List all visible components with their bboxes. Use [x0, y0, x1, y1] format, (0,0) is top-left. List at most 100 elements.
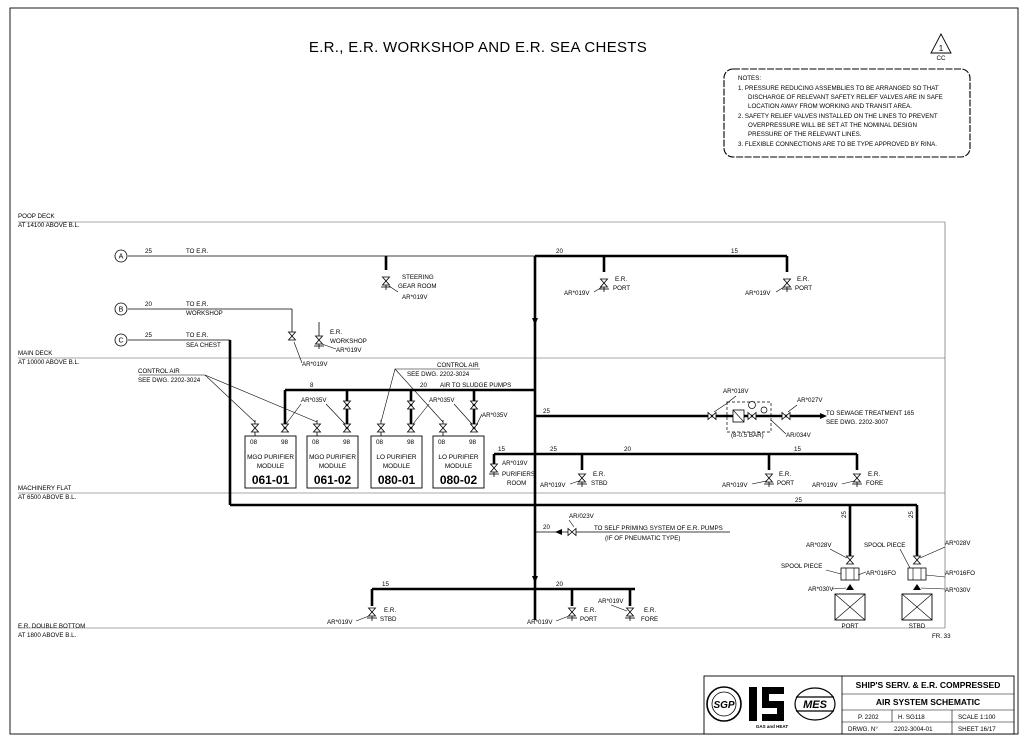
svg-text:TO E.R.: TO E.R.: [186, 248, 209, 255]
notes-line-2: DISCHARGE OF RELEVANT SAFETY RELIEF VALV…: [748, 94, 943, 101]
svg-text:061-01: 061-01: [252, 473, 290, 487]
svg-text:E.R.: E.R.: [384, 607, 396, 614]
svg-text:PORT: PORT: [580, 616, 597, 623]
svg-text:FORE: FORE: [641, 616, 658, 623]
svg-text:E.R.: E.R.: [868, 471, 880, 478]
svg-text:AR*016FO: AR*016FO: [945, 570, 975, 577]
svg-text:B: B: [119, 307, 124, 314]
svg-text:20: 20: [624, 446, 631, 453]
deck-flat-level: AT 6500 ABOVE B.L.: [18, 494, 77, 501]
svg-text:E.R.: E.R.: [593, 471, 605, 478]
tags-ar019v: AR*019V AR*019V AR*019V AR*019V AR*019V …: [293, 285, 855, 626]
svg-text:AR*019V: AR*019V: [722, 482, 748, 489]
inlet-c: C 25 TO E.R. SEA CHEST: [114, 332, 221, 349]
title-block-line2: AIR SYSTEM SCHEMATIC: [876, 697, 980, 707]
purifier-module-061-02: 08 98 MGO PURIFIER MODULE 061-02: [306, 435, 359, 489]
outlet-er-port-flat: E.R. PORT: [763, 471, 794, 488]
svg-text:MODULE: MODULE: [319, 463, 346, 470]
svg-text:AR*027V: AR*027V: [797, 397, 823, 404]
outlet-er-stbd-bottom: E.R. STBD: [366, 607, 397, 623]
svg-text:A: A: [119, 254, 124, 261]
deck-labels: POOP DECK AT 14100 ABOVE B.L. MAIN DECK …: [18, 213, 85, 639]
svg-text:2202-3004-01: 2202-3004-01: [894, 726, 933, 733]
svg-text:AR*028V: AR*028V: [945, 540, 971, 547]
svg-text:98: 98: [281, 439, 289, 446]
flow-arrows: [532, 318, 827, 583]
svg-text:25: 25: [908, 511, 915, 518]
tags-ar035v: AR*035V AR*035V AR*035V: [285, 397, 508, 425]
sheet-border: [9, 7, 1019, 735]
svg-text:MGO PURIFIER: MGO PURIFIER: [309, 454, 356, 461]
outlet-steering-gear: STEERING GEAR ROOM: [380, 274, 437, 291]
pressure-reducing-assembly: (8-0.5 BAR) AR*018V AR*027V AR/034V: [707, 388, 823, 439]
svg-text:20: 20: [420, 382, 427, 389]
svg-text:AR*035V: AR*035V: [482, 412, 508, 419]
self-priming-branch: AR/023V TO SELF PRIMING SYSTEM OF E.R. P…: [567, 513, 723, 542]
title-block-line1: SHIP'S SERV. & E.R. COMPRESSED: [856, 680, 1001, 690]
control-air-left: CONTROL AIR SEE DWG. 2202-3024: [138, 368, 318, 423]
svg-text:MGO PURIFIER: MGO PURIFIER: [247, 454, 294, 461]
title-block: SHIP'S SERV. & E.R. COMPRESSED AIR SYSTE…: [703, 675, 1015, 735]
purifier-module-061-01: 08 98 MGO PURIFIER MODULE 061-01: [244, 435, 297, 489]
svg-text:CC: CC: [937, 55, 946, 62]
svg-text:08: 08: [312, 439, 320, 446]
svg-text:MODULE: MODULE: [257, 463, 284, 470]
svg-text:E.R.: E.R.: [584, 607, 596, 614]
svg-text:AR*035V: AR*035V: [429, 397, 455, 404]
sewage-label: TO SEWAGE TREATMENT 165 SEE DWG. 2202-30…: [826, 410, 915, 426]
svg-text:SPOOL PIECE: SPOOL PIECE: [864, 542, 905, 549]
svg-text:PURIFIERS: PURIFIERS: [502, 471, 535, 478]
notes-line-1: 1. PRESSURE REDUCING ASSEMBLIES TO BE AR…: [738, 85, 939, 92]
sea-chest-tags: AR*028V AR*028V SPOOL PIECE SPOOL PIECE …: [781, 540, 975, 594]
purifier-module-080-02: 08 98 LO PURIFIER MODULE 080-02: [432, 435, 485, 489]
svg-text:080-01: 080-01: [378, 473, 416, 487]
outlet-er-port-right: E.R. PORT: [781, 276, 812, 293]
svg-text:15: 15: [382, 581, 389, 588]
notes-line-5: OVERPRESSURE WILL BE SET AT THE NOMINAL …: [748, 122, 917, 129]
svg-text:E.R.: E.R.: [615, 276, 627, 283]
svg-text:AR*030V: AR*030V: [945, 587, 971, 594]
deck-poop-name: POOP DECK: [18, 213, 56, 220]
svg-text:PORT: PORT: [841, 623, 858, 630]
svg-text:H. SG118: H. SG118: [898, 714, 925, 721]
purifier-module-080-01: 08 98 LO PURIFIER MODULE 080-01: [370, 435, 423, 489]
svg-text:15: 15: [731, 248, 738, 255]
svg-text:STBD: STBD: [591, 480, 608, 487]
svg-text:SEE DWG. 2202-3024: SEE DWG. 2202-3024: [407, 371, 470, 378]
svg-text:AR*019V: AR*019V: [527, 619, 553, 626]
deck-bottom-name: E.R. DOUBLE BOTTOM: [18, 623, 85, 630]
svg-text:AR*019V: AR*019V: [327, 619, 353, 626]
svg-text:ROOM: ROOM: [507, 480, 526, 487]
notes-line-4: 2. SAFETY RELIEF VALVES INSTALLED ON THE…: [738, 113, 938, 120]
svg-text:AR*019V: AR*019V: [745, 290, 771, 297]
svg-text:C: C: [118, 338, 123, 345]
svg-text:25: 25: [550, 446, 557, 453]
notes-line-7: 3. FLEXIBLE CONNECTIONS ARE TO BE TYPE A…: [738, 141, 937, 148]
svg-text:AR*019V: AR*019V: [540, 482, 566, 489]
notes-line-3: LOCATION AWAY FROM WORKING AND TRANSIT A…: [748, 103, 912, 110]
sludge-pumps-label: AIR TO SLUDGE PUMPS: [440, 382, 511, 389]
svg-text:P. 2202: P. 2202: [858, 714, 879, 721]
svg-text:AR*019V: AR*019V: [402, 294, 428, 301]
sea-chest-port: PORT: [834, 555, 866, 630]
svg-text:AR*019V: AR*019V: [598, 598, 624, 605]
svg-text:E.R.: E.R.: [779, 471, 791, 478]
outlet-purifiers-room: PURIFIERS ROOM: [488, 463, 535, 487]
svg-text:AR*019V: AR*019V: [564, 290, 590, 297]
svg-text:AR*019V: AR*019V: [302, 361, 328, 368]
svg-text:MES: MES: [803, 699, 828, 711]
gas-and-heat-logo-icon: GAS and HEAT: [749, 687, 788, 729]
outlet-er-port-bottom: E.R. PORT: [566, 607, 597, 623]
deck-bottom-level: AT 1800 ABOVE B.L.: [18, 632, 77, 639]
outlet-workshop: E.R. WORKSHOP: [288, 329, 367, 350]
svg-text:FORE: FORE: [866, 480, 883, 487]
svg-text:25: 25: [795, 497, 802, 504]
deck-main-level: AT 10000 ABOVE B.L.: [18, 359, 80, 366]
svg-text:AR/023V: AR/023V: [569, 513, 595, 520]
deck-main-name: MAIN DECK: [18, 350, 53, 357]
svg-text:CONTROL AIR: CONTROL AIR: [138, 368, 180, 375]
svg-text:080-02: 080-02: [440, 473, 478, 487]
notes-line-0: NOTES:: [738, 75, 761, 82]
svg-text:25: 25: [145, 248, 152, 255]
